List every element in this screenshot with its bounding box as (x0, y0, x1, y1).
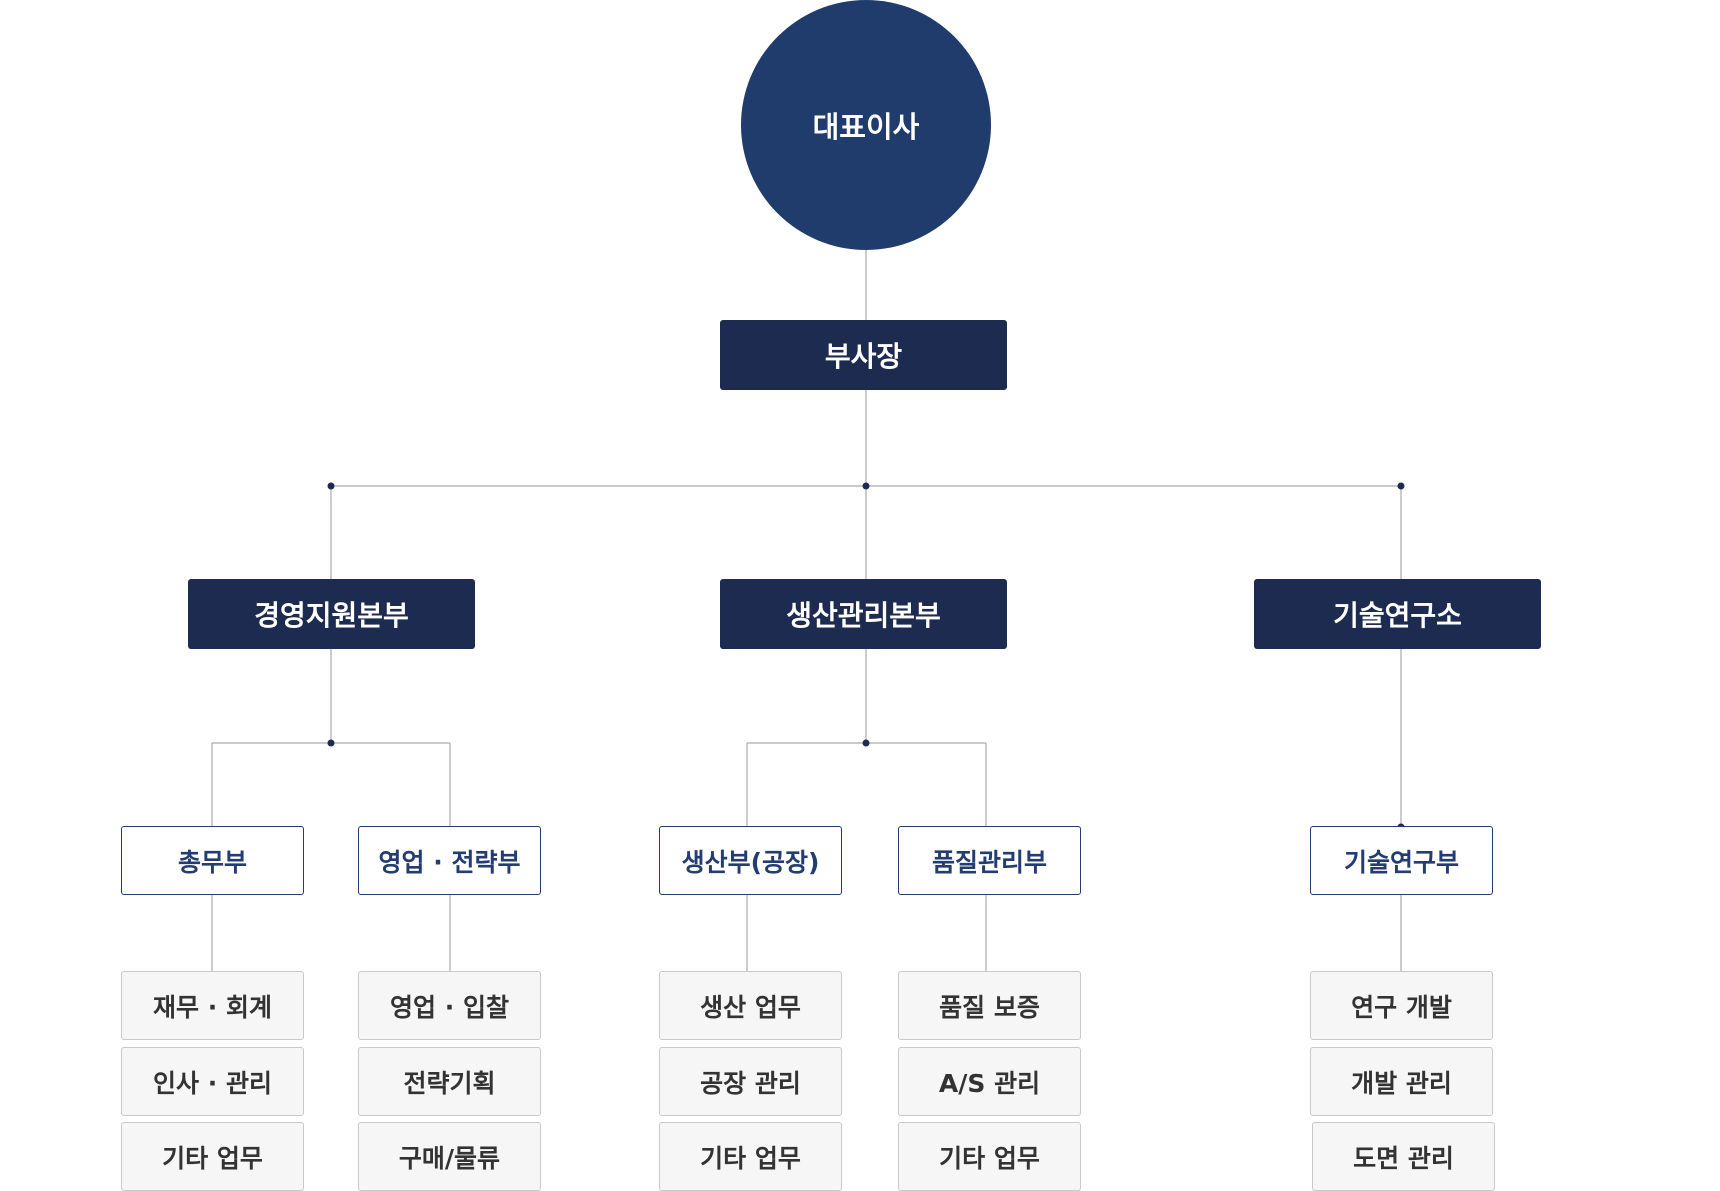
dept-production-factory: 생산부(공장) (659, 826, 842, 895)
task-item: 도면 관리 (1312, 1122, 1495, 1191)
task-item: 개발 관리 (1310, 1047, 1493, 1116)
junction-dot (1397, 482, 1405, 490)
dept-technology-research: 기술연구부 (1310, 826, 1493, 895)
junction-dot (327, 482, 335, 490)
ceo-node: 대표이사 (741, 0, 991, 250)
task-item: 기타 업무 (121, 1122, 304, 1191)
vice-president-node: 부사장 (720, 320, 1007, 390)
task-item: 기타 업무 (898, 1122, 1081, 1191)
task-item: 공장 관리 (659, 1047, 842, 1116)
division-production-management: 생산관리본부 (720, 579, 1007, 649)
division-management-support: 경영지원본부 (188, 579, 475, 649)
task-item: 기타 업무 (659, 1122, 842, 1191)
dept-sales-strategy: 영업 · 전략부 (358, 826, 541, 895)
task-item: 영업 · 입찰 (358, 971, 541, 1040)
junction-dot (862, 482, 870, 490)
division-technology-research: 기술연구소 (1254, 579, 1541, 649)
task-item: 인사 · 관리 (121, 1047, 304, 1116)
task-item: A/S 관리 (898, 1047, 1081, 1116)
junction-dot (862, 739, 870, 747)
dept-quality-management: 품질관리부 (898, 826, 1081, 895)
dept-general-affairs: 총무부 (121, 826, 304, 895)
task-item: 재무 · 회계 (121, 971, 304, 1040)
junction-dot (327, 739, 335, 747)
task-item: 품질 보증 (898, 971, 1081, 1040)
task-item: 연구 개발 (1310, 971, 1493, 1040)
task-item: 구매/물류 (358, 1122, 541, 1191)
task-item: 생산 업무 (659, 971, 842, 1040)
task-item: 전략기획 (358, 1047, 541, 1116)
